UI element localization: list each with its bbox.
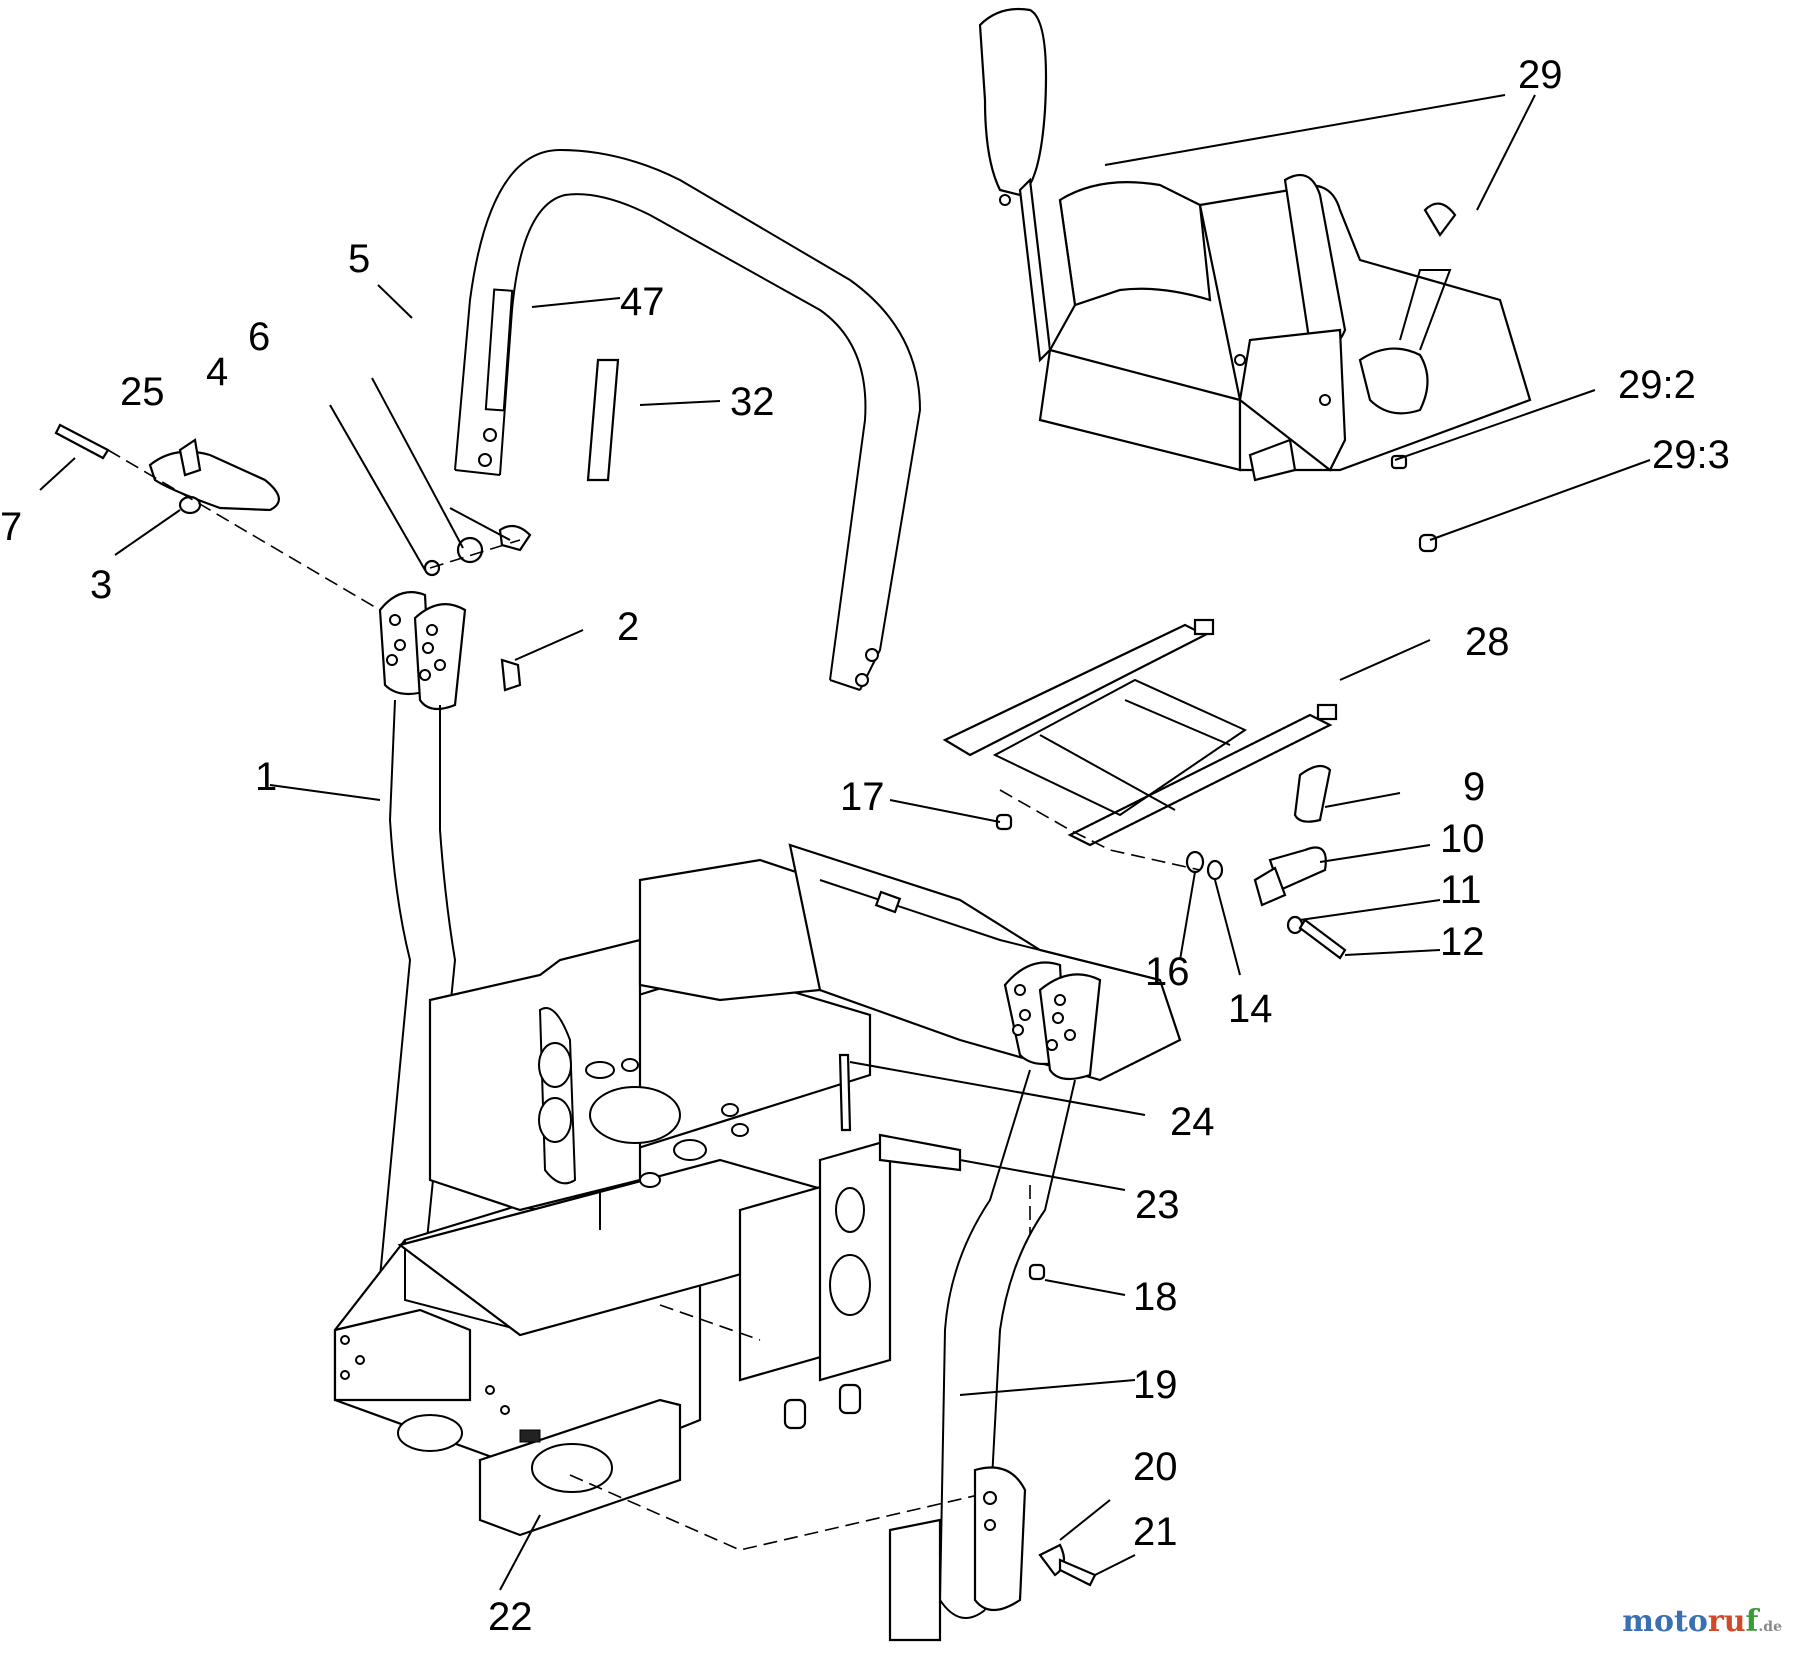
seat-assembly	[978, 7, 1532, 553]
callout-29-3: 29:3	[1652, 433, 1730, 477]
callout-1: 1	[255, 755, 277, 799]
roll-bar-left-lower	[374, 699, 457, 1331]
callout-28: 28	[1465, 620, 1510, 664]
right-pivot-brackets	[1003, 961, 1102, 1081]
callout-10: 10	[1440, 817, 1485, 861]
callout-47: 47	[620, 280, 665, 324]
roll-bar-right-lower	[888, 1069, 1076, 1642]
callout-21: 21	[1133, 1510, 1178, 1554]
callout-29-2: 29:2	[1618, 363, 1696, 407]
callout-4: 4	[206, 350, 228, 394]
leader-lines	[39, 94, 1651, 1591]
callout-5: 5	[348, 237, 370, 281]
callout-2: 2	[617, 605, 639, 649]
callout-7: 7	[0, 505, 22, 549]
callout-29: 29	[1518, 53, 1563, 97]
callout-16: 16	[1145, 950, 1190, 994]
callout-9: 9	[1463, 765, 1485, 809]
callout-23: 23	[1135, 1183, 1180, 1227]
callout-3: 3	[90, 563, 112, 607]
callout-11: 11	[1440, 868, 1482, 912]
callout-32: 32	[730, 380, 775, 424]
watermark-part2: ru	[1707, 1604, 1746, 1639]
seat-mount-plate	[942, 618, 1338, 847]
roll-bar-upper-hoop	[454, 148, 922, 691]
callout-25: 25	[120, 370, 165, 414]
callout-20: 20	[1133, 1445, 1178, 1489]
callout-6: 6	[248, 315, 270, 359]
latch-hardware	[838, 764, 1347, 1587]
watermark-part1: moto	[1622, 1604, 1708, 1639]
callout-14: 14	[1228, 987, 1273, 1031]
callout-24: 24	[1170, 1100, 1215, 1144]
watermark-suffix: .de	[1758, 1619, 1782, 1635]
callout-19: 19	[1133, 1363, 1178, 1407]
callout-22: 22	[488, 1595, 533, 1639]
callout-18: 18	[1133, 1275, 1178, 1319]
callout-labels: 29 5 47 6 4 25 32 29:2 29:3 7 3 2 28 1 1…	[0, 53, 1730, 1639]
watermark-logo: motoruf.de	[1622, 1604, 1782, 1639]
main-frame	[333, 843, 1182, 1551]
callout-12: 12	[1440, 920, 1485, 964]
knob-hardware	[54, 423, 532, 692]
callout-17: 17	[840, 775, 885, 819]
watermark-part3: f	[1745, 1604, 1759, 1639]
decal-32	[586, 358, 620, 482]
left-pivot-brackets	[378, 591, 467, 711]
